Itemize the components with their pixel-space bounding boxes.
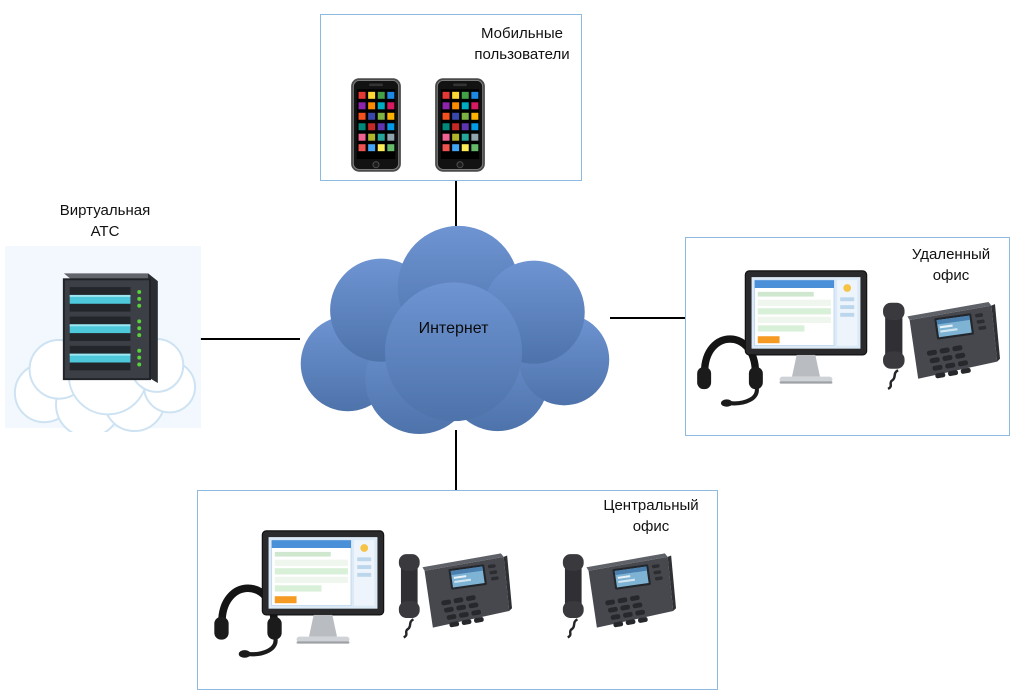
ip-phone-icon	[878, 293, 1000, 395]
central-office-box: Центральный офис	[197, 490, 718, 690]
central-office-label: Центральный офис	[603, 497, 699, 535]
remote-office-box: Удаленный офис	[685, 237, 1010, 436]
connector-pbx-internet	[200, 338, 300, 340]
desktop-computer-icon	[736, 256, 876, 404]
virtual-pbx-label: Виртуальная АТС	[59, 202, 151, 240]
mobile-users-label: Мобильные пользователи	[474, 25, 570, 63]
internet-label: Интернет	[418, 320, 489, 338]
smartphone-icon	[433, 77, 487, 173]
ip-phone-icon	[558, 543, 676, 645]
ip-phone-icon	[394, 543, 512, 645]
desktop-computer-icon	[253, 516, 393, 664]
internet-cloud: Интернет	[287, 213, 620, 441]
smartphone-icon	[349, 77, 403, 173]
connector-internet-central	[455, 430, 457, 491]
server-cloud-icon	[4, 246, 202, 432]
mobile-users-box: Мобильные пользователи	[320, 14, 582, 181]
connector-internet-remote	[610, 317, 686, 319]
connector-mobile-internet	[455, 180, 457, 234]
remote-office-label: Удаленный офис	[911, 246, 991, 284]
